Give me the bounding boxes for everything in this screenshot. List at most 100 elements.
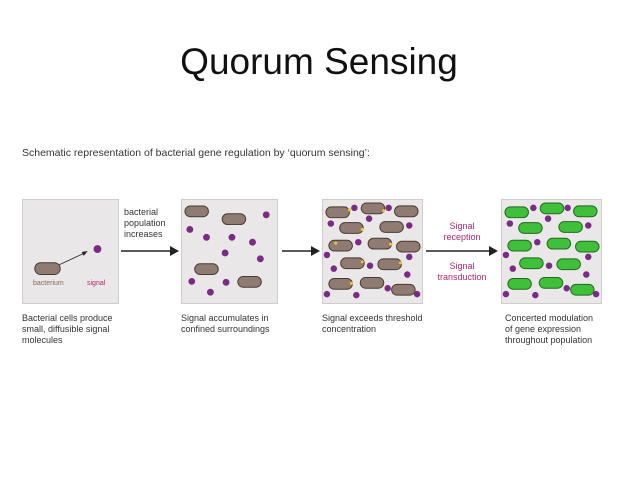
production-arrow [59,252,85,266]
step-caption-line: of gene expression [505,324,582,334]
figure-caption: Schematic representation of bacterial ge… [22,147,370,159]
signal-molecule [355,238,362,246]
signal-molecule [544,215,552,222]
panel-single-bacterium [22,199,119,304]
signal-molecule [530,204,537,212]
signal-molecule [385,204,392,212]
bacterium-cell [367,237,393,250]
panel-signal-accumulates [181,199,278,304]
receptor-dot [347,208,352,212]
active-bacterium-cell [507,239,532,252]
signal-molecule [323,290,331,298]
step-caption-line: molecules [22,335,63,345]
active-bacterium-cell [546,237,572,250]
signal-molecule [203,233,210,241]
signal-molecule [585,222,592,229]
arrow-right-icon [121,246,179,256]
step-caption-modulation: Concerted modulation of gene expression … [505,313,605,346]
bacterium-cell [379,221,404,233]
bacterium-cell [184,205,209,218]
signal-molecule [506,220,514,227]
receptor-dot [360,227,364,232]
arrow-right-icon [282,246,320,256]
signal-molecule [186,226,194,233]
bacterium-cell [391,283,416,296]
arrow-right-1 [121,245,179,257]
step-caption-line: Bacterial cells produce [22,313,113,323]
active-bacterium-cell [556,258,581,271]
bacterium-cell [194,263,219,276]
bacterium-cell [359,276,385,289]
signal-molecule [563,285,570,292]
signal-label: signal [87,280,106,287]
signal-molecule [228,233,236,241]
active-bacterium-cell [539,202,565,215]
step-caption-line: Signal accumulates in [181,313,269,323]
step-caption-line: confined surroundings [181,324,270,334]
signal-molecule [256,255,264,263]
step-caption-line: Concerted modulation [505,313,594,323]
production-arrowhead [81,251,88,256]
step-caption-line: small, diffusible signal [22,324,110,334]
signal-molecule [532,291,539,299]
signal-molecule [188,277,196,285]
signal-molecule [509,265,517,272]
bacterium-cell [325,206,350,219]
active-bacterium-cell [538,276,564,289]
signal-molecule [545,262,553,269]
signal-molecule [384,285,391,292]
bacterium-cell [328,239,353,252]
active-bacterium-cell [519,257,544,270]
signal-molecule [365,215,373,222]
signal-molecule [323,251,331,259]
signal-molecule [249,238,256,246]
step-caption-line: Signal exceeds threshold [322,313,423,323]
step-caption-threshold: Signal exceeds threshold concentration [322,313,452,335]
signal-molecule [592,290,600,298]
receptor-dot [349,281,353,285]
step-caption-line: throughout population [505,335,593,345]
arrow-1-text: bacterial population increases [124,207,166,240]
slide-title: Quorum Sensing [180,41,458,82]
signal-molecule [262,211,270,219]
bacterium-cell [237,275,262,288]
signal-molecule [502,251,510,259]
signal-molecule [406,222,413,229]
signal-molecule [585,253,592,261]
signal-reception-line: reception [443,232,481,242]
signal-molecule [351,204,358,212]
active-bacterium-cell [570,283,595,296]
signal-reception-text: Signal reception [426,221,498,243]
arrow-right-3 [426,245,498,257]
active-bacterium-cell [518,222,543,234]
signal-molecule [221,249,229,257]
active-bacterium-cell [575,240,600,253]
step-caption-line: concentration [322,324,377,334]
signal-molecule [502,290,510,298]
signal-molecule [206,288,214,296]
signal-transduction-line: Signal [449,261,475,271]
bacterium-cell [34,262,61,276]
bacterium-cell [377,258,402,271]
step-caption-production: Bacterial cells produce small, diffusibl… [22,313,122,346]
signal-molecule [534,238,541,246]
bacterium-cell [328,277,353,290]
signal-molecule [327,220,335,227]
signal-molecule [564,204,571,212]
signal-molecule [330,265,338,272]
bacterium-cell [221,213,247,226]
active-bacterium-cell [504,206,529,219]
bacterium-label: bacterium [33,280,64,287]
signal-molecule [413,290,421,298]
receptor-dot [389,242,393,246]
bacterium-cell [339,222,364,234]
active-bacterium-cell [558,221,583,233]
bacterium-cell [396,240,421,253]
signal-molecule [353,291,360,299]
arrow-1-line: bacterial [124,207,159,217]
receptor-dot [382,209,386,213]
arrow-1-line: increases [124,229,163,239]
step-caption-accumulation: Signal accumulates in confined surroundi… [181,313,291,335]
panel-threshold-exceeded [322,199,423,304]
arrow-1-line: population [124,218,166,228]
